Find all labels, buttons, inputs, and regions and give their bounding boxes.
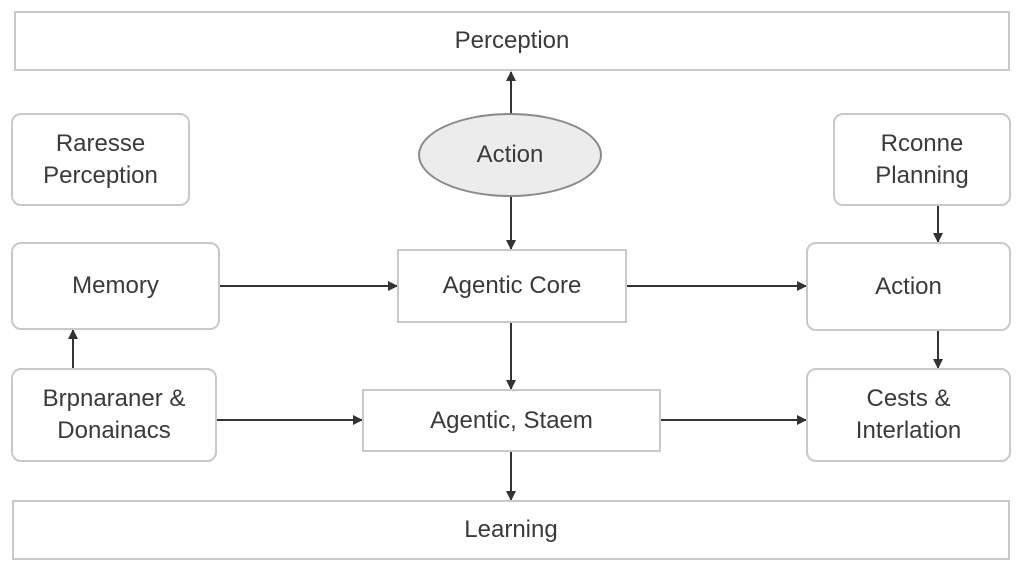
perception-bar: Perception [14, 11, 1010, 71]
action-ellipse: Action [418, 113, 602, 197]
left-perception-line1: Raresse [55, 129, 146, 157]
planning-line2: Planning [875, 161, 969, 189]
interaction-box: Cests & Interlation [806, 368, 1011, 462]
domains-line1: Brpnaraner & [42, 385, 186, 412]
interaction-line2: Interlation [855, 417, 962, 444]
action-ellipse-label: Action [476, 141, 544, 168]
memory-label: Memory [72, 272, 159, 299]
left-perception-line2: Perception [43, 161, 158, 189]
agentic-system-label: Agentic, Staem [430, 406, 593, 434]
perception-bar-label: Perception [454, 27, 570, 54]
memory-box: Memory [11, 242, 220, 330]
domains-box: Brpnaraner & Donainacs [11, 368, 217, 462]
agentic-system-box: Agentic, Staem [362, 389, 661, 452]
left-perception-box: Raresse Perception [11, 113, 190, 206]
planning-line1: Rconne [880, 129, 964, 157]
agentic-core-label: Agentic Core [442, 272, 582, 299]
learning-bar: Learning [12, 500, 1010, 560]
right-action-label: Action [875, 272, 942, 300]
right-action-box: Action [806, 242, 1011, 331]
learning-bar-label: Learning [464, 516, 558, 543]
interaction-line1: Cests & [866, 385, 951, 412]
planning-box: Rconne Planning [833, 113, 1011, 206]
domains-line2: Donainacs [57, 417, 171, 444]
agentic-core-box: Agentic Core [397, 249, 627, 323]
